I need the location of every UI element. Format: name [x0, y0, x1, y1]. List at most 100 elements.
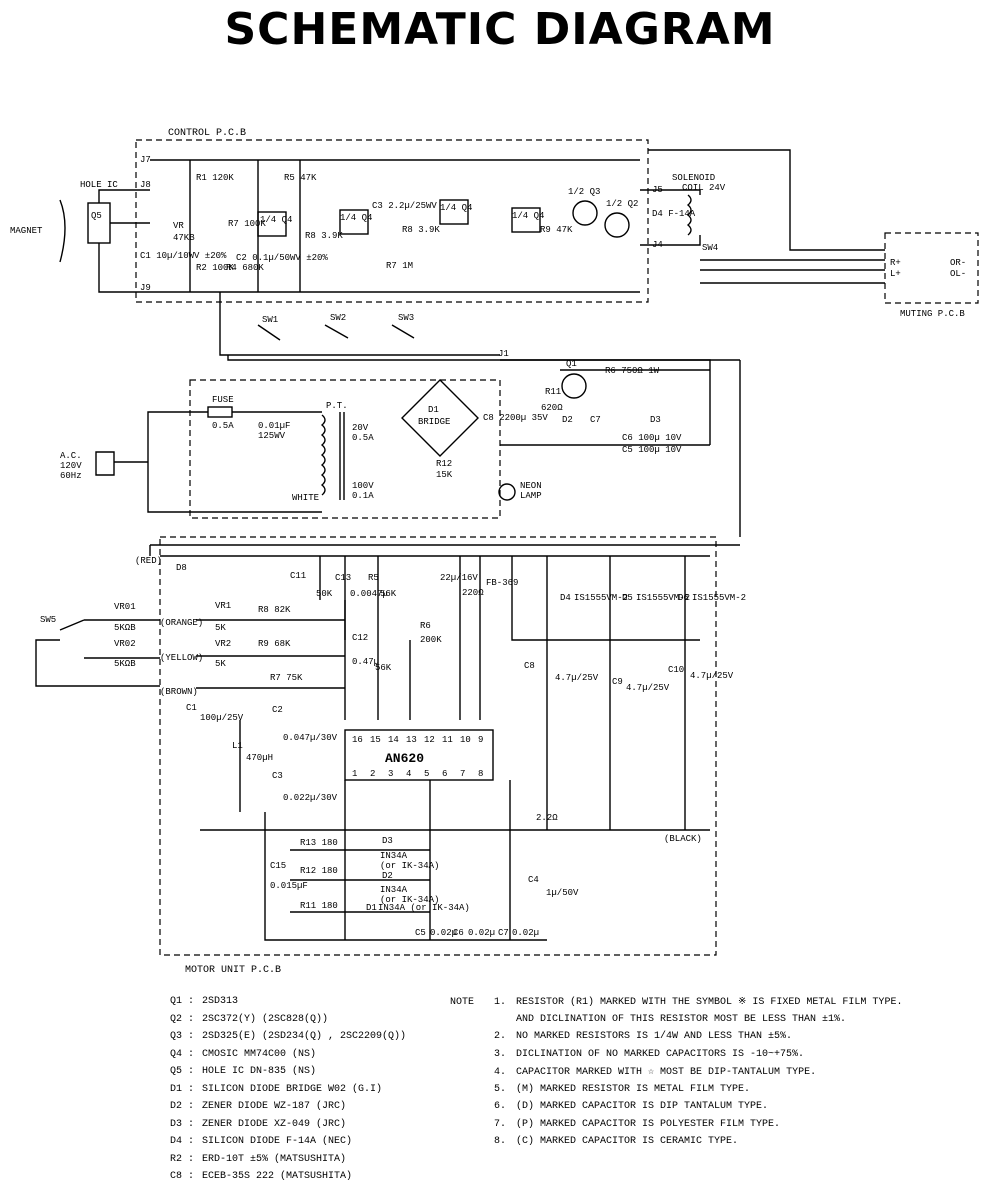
vr-control-value: 47KB [173, 233, 195, 243]
part-desc: 2SD313 [202, 996, 239, 1007]
sec2-voltage: 100V [352, 481, 374, 491]
part-ref: Q4 : [170, 1048, 195, 1060]
solenoid-label: SOLENOID [672, 173, 715, 183]
ic-an620 [344, 729, 494, 781]
lamp-label: LAMP [520, 491, 542, 501]
fuse-value: 0.5A [212, 421, 234, 431]
power-section-outline [189, 379, 501, 519]
muting-pcb-label: MUTING P.C.B [900, 309, 965, 319]
r2-control-label: R2 100K [196, 263, 234, 273]
n34a-1b-label: (or IK-34A) [380, 861, 439, 871]
ac-input-wiring [95, 411, 322, 513]
c7-motor-label: C7 [498, 928, 509, 938]
red-wire-label: (RED) [135, 556, 162, 566]
note-text: (P) MARKED CAPACITOR IS POLYESTER FILM T… [516, 1118, 781, 1130]
j1-label: J1 [498, 349, 509, 359]
note-row: 7. (P) MARKED CAPACITOR IS POLYESTER FILM… [450, 1119, 970, 1137]
vr02-label: VR02 [114, 639, 136, 649]
part-desc: SILICON DIODE F-14A (NEC) [202, 1136, 353, 1147]
ic-pin-number: 3 [388, 769, 393, 779]
c10-motor-value: 4.7µ/25V [690, 671, 734, 681]
c10-motor-label: C10 [668, 665, 684, 675]
magnet-symbol [59, 199, 66, 263]
c4-motor-label: C4 [528, 875, 539, 885]
note-row: 4.CAPACITOR MARKED WITH ☆ MOST BE DIP-TA… [450, 1066, 970, 1084]
r9-motor-label: R9 68K [258, 639, 291, 649]
detector-wiring [290, 780, 511, 940]
parts-row: Q5 :HOLE IC DN-835 (NS) [170, 1066, 440, 1084]
j9-label: J9 [140, 283, 151, 293]
transistor-q1 [561, 373, 587, 399]
vr01-value: 5KΩB [114, 623, 136, 633]
c9-motor-value: 4.7µ/25V [626, 683, 670, 693]
motor-pcb-outline [159, 536, 717, 956]
r12-power-label: R12 [436, 459, 452, 469]
ic-pin-number: 8 [478, 769, 483, 779]
power-transformer [320, 412, 345, 500]
note-text: AND DICLINATION OF THIS RESISTOR MOST BE… [516, 1013, 847, 1025]
part-ref: Q1 : [170, 996, 195, 1007]
r7b-control-label: R7 1M [386, 261, 413, 271]
ic-pin-number: 9 [478, 735, 483, 745]
ic-pin-number: 14 [388, 735, 399, 745]
fuse [207, 406, 233, 418]
c2-motor-label: C2 [272, 705, 283, 715]
note-row: 6.(D) MARKED CAPACITOR IS DIP TANTALUM T… [450, 1101, 970, 1119]
r12-power-value: 15K [436, 470, 453, 480]
part-ref: C8 : [170, 1171, 195, 1182]
note-text: CAPACITOR MARKED WITH ☆ MOST BE DIP-TANT… [516, 1067, 817, 1078]
r12-motor-label: R12 180 [300, 866, 338, 876]
c8-motor-label: C8 [524, 661, 535, 671]
r7-control-label: R7 100K [228, 219, 266, 229]
sw4-label: SW4 [702, 243, 718, 253]
diagram-title: SCHEMATIC DIAGRAM [224, 4, 776, 55]
c12-motor-value: 0.47µ [352, 657, 379, 667]
j7-label: J7 [140, 155, 151, 165]
c1-motor-value: 100µ/25V [200, 713, 244, 723]
part-ref: D4 : [170, 1136, 195, 1147]
motor-ground-wiring [200, 720, 710, 941]
fuse-label: FUSE [212, 395, 234, 405]
parts-row: R2 :ERD-10T ±5% (MATSUSHITA) [170, 1154, 440, 1172]
solenoid-coil [686, 194, 692, 236]
c11-motor-label: 22µ/16V [440, 573, 478, 583]
d4-control-label: D4 F-14A [652, 209, 696, 219]
note-text: NO MARKED RESISTORS IS 1/4W AND LESS THA… [516, 1031, 793, 1042]
c6-motor-value: 0.02µ [468, 928, 495, 938]
ic-pin-number: 2 [370, 769, 375, 779]
part-ref: Q5 : [170, 1066, 195, 1077]
ac-cap-label: 0.01µF [258, 421, 290, 431]
ac-cap-voltage: 125WV [258, 431, 286, 441]
part-desc: 2SC372(Y) (2SC828(Q)) [202, 1013, 329, 1025]
part-desc: CMOSIC MM74C00 (NS) [202, 1048, 317, 1060]
note-row: 5.(M) MARKED RESISTOR IS METAL FILM TYPE… [450, 1084, 970, 1102]
note-row: AND DICLINATION OF THIS RESISTOR MOST BE… [450, 1014, 970, 1032]
c8-motor-value: 4.7µ/25V [555, 673, 599, 683]
part-ref: Q2 : [170, 1013, 195, 1025]
r9-control-label: R9 47K [540, 225, 573, 235]
n34a-2b-label: (or IK-34A) [380, 895, 439, 905]
sw5-wiring [35, 619, 160, 687]
note-heading: NOTE [450, 997, 475, 1008]
ic-pin-number: 11 [442, 735, 453, 745]
note-number: 2. [494, 1031, 507, 1042]
note-text: DICLINATION OF NO MARKED CAPACITORS IS -… [516, 1048, 805, 1060]
switch-wiring [219, 292, 740, 361]
parts-row: Q4 : CMOSIC MM74C00 (NS) [170, 1049, 440, 1067]
part-desc: ERD-10T ±5% (MATSUSHITA) [202, 1153, 347, 1165]
parts-row: Q3 :2SD325(E) (2SD234(Q) , 2SC2209(Q)) [170, 1031, 440, 1049]
note-number: 7. [494, 1118, 507, 1130]
vr02-value: 5KΩB [114, 659, 136, 669]
r5-motor-value: 56K [380, 589, 397, 599]
coil-label: COIL 24V [682, 183, 726, 193]
r1-control-label: R1 120K [196, 173, 234, 183]
c6-motor-label: C6 [453, 928, 464, 938]
c5-power-label: C5 100µ 10V [622, 445, 682, 455]
hole-ic-q5 [87, 202, 111, 244]
r6-motor-value: 200K [420, 635, 442, 645]
part-desc: ZENER DIODE XZ-049 (JRC) [202, 1118, 347, 1130]
d5-motor-label: D5 [622, 593, 633, 603]
c4-motor-value: 1µ/50V [546, 888, 579, 898]
